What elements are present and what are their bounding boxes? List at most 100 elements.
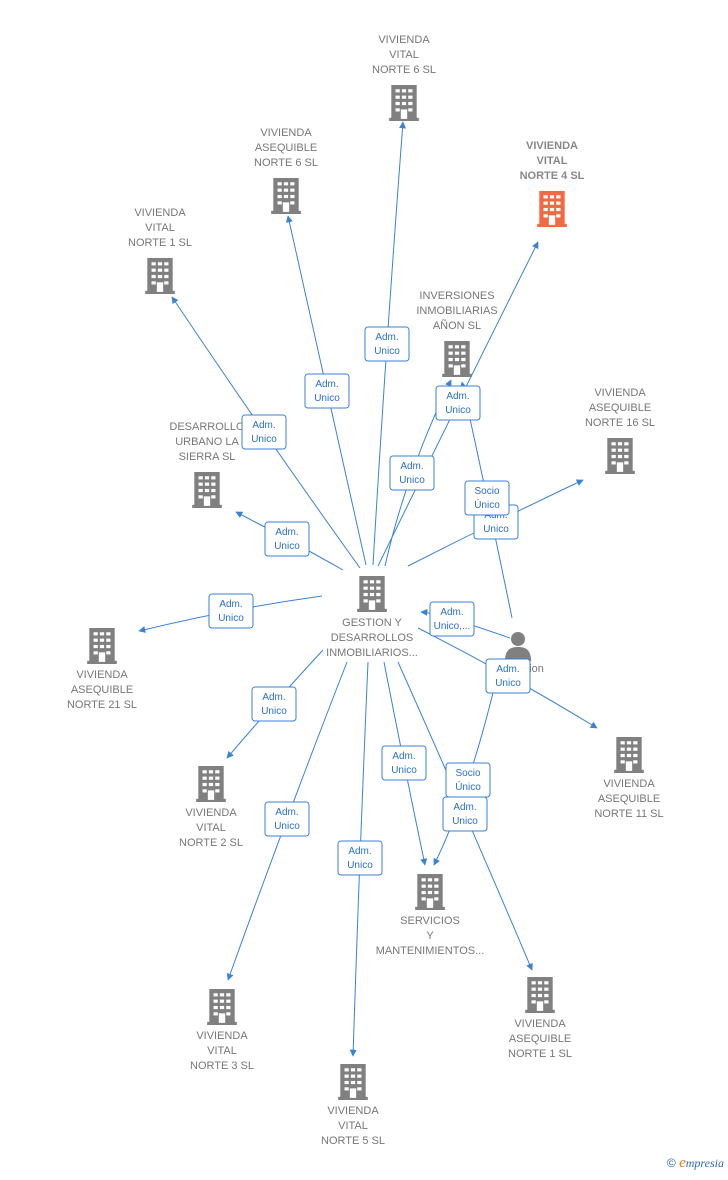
node-label: NORTE 6 SL bbox=[254, 157, 318, 169]
edge-label-text: Adm. bbox=[446, 391, 469, 402]
edge-label-box bbox=[364, 326, 410, 362]
node-label: NORTE 16 SL bbox=[585, 417, 655, 429]
edge-label-box bbox=[389, 455, 435, 491]
building-icon bbox=[271, 178, 301, 214]
node-center[interactable]: GESTION YDESARROLLOSINMOBILIARIOS... bbox=[326, 576, 418, 659]
edge-label[interactable]: Adm.Unico bbox=[208, 593, 254, 629]
edge-label-text: Adm. bbox=[348, 846, 371, 857]
edge-label-text: Adm. bbox=[400, 461, 423, 472]
edge-label-text: Adm. bbox=[219, 599, 242, 610]
node-label: ASEQUIBLE bbox=[598, 793, 660, 805]
building-icon bbox=[415, 874, 445, 910]
node-label: VIVIENDA bbox=[260, 127, 312, 139]
building-icon bbox=[145, 258, 175, 294]
edge-label-text: Unico bbox=[274, 541, 300, 552]
edge-label-text: Adm. bbox=[252, 420, 275, 431]
node-label: Y bbox=[426, 930, 434, 942]
edge-label[interactable]: Adm. Unico bbox=[251, 686, 297, 722]
building-icon bbox=[87, 628, 117, 664]
edge-label[interactable]: Adm.Unico bbox=[241, 414, 287, 450]
edge-label-text: Unico bbox=[374, 346, 400, 357]
brand-logo-text: mpresia bbox=[685, 1156, 724, 1170]
node-label: VIVIENDA bbox=[378, 34, 430, 46]
edge-label-box bbox=[485, 658, 531, 694]
edge-label-text: Adm. bbox=[262, 692, 285, 703]
edge-label-box bbox=[442, 796, 488, 832]
edge-label-box bbox=[337, 840, 383, 876]
node-label: NORTE 1 SL bbox=[508, 1048, 572, 1060]
edge-label-text: Unico bbox=[399, 475, 425, 486]
node-label: NORTE 11 SL bbox=[594, 808, 663, 820]
edge-label-box bbox=[304, 373, 350, 409]
node-serv[interactable]: SERVICIOSYMANTENIMIENTOS... bbox=[376, 874, 485, 957]
edge-label[interactable]: Adm. Unico bbox=[364, 326, 410, 362]
copyright-symbol: © bbox=[666, 1156, 676, 1170]
node-label: ASEQUIBLE bbox=[255, 142, 317, 154]
edge-label-box bbox=[251, 686, 297, 722]
node-label: VIVIENDA bbox=[196, 1030, 248, 1042]
edge-label-box bbox=[264, 801, 310, 837]
edge-label-box bbox=[241, 414, 287, 450]
edge-label-text: Unico bbox=[274, 821, 300, 832]
building-icon bbox=[537, 191, 567, 227]
edge-label-text: Unico bbox=[452, 816, 478, 827]
edge-label[interactable]: Adm. Unico bbox=[442, 796, 488, 832]
node-label: VITAL bbox=[338, 1120, 368, 1132]
edge-label-text: Unico bbox=[314, 393, 340, 404]
node-label: NORTE 21 SL bbox=[67, 699, 137, 711]
node-label: SERVICIOS bbox=[400, 915, 460, 927]
node-van21[interactable]: VIVIENDA ASEQUIBLE NORTE 21 SL bbox=[67, 628, 137, 711]
edge-label[interactable]: Adm.Unico bbox=[485, 658, 531, 694]
person-icon bbox=[505, 632, 531, 661]
node-van11[interactable]: VIVIENDA ASEQUIBLE NORTE 11 SL bbox=[594, 737, 664, 820]
edge-label-text: Adm. bbox=[453, 802, 476, 813]
edge-label[interactable]: Adm.Unico bbox=[337, 840, 383, 876]
edge-label-text: Unico bbox=[261, 706, 287, 717]
edge-label-box bbox=[208, 593, 254, 629]
edge-label-text: Unico bbox=[445, 405, 471, 416]
edge-label-text: Adm. bbox=[440, 607, 463, 618]
node-label: ASEQUIBLE bbox=[71, 684, 133, 696]
edge-label[interactable]: Adm.Unico bbox=[381, 745, 427, 781]
edge-label-text: Socio bbox=[474, 486, 499, 497]
node-label: SIERRA SL bbox=[179, 451, 236, 463]
node-label: GESTION Y bbox=[342, 617, 402, 629]
building-icon bbox=[357, 576, 387, 612]
node-label: VITAL bbox=[207, 1045, 237, 1057]
node-label: ASEQUIBLE bbox=[509, 1033, 571, 1045]
edge-label[interactable]: Adm.Unico,... bbox=[429, 601, 475, 637]
node-label: NORTE 5 SL bbox=[321, 1135, 385, 1147]
edge-labels-layer: Adm.UnicoAdm.UnicoAdm.UnicoAdm.UnicoAdm.… bbox=[208, 326, 531, 876]
edge-label-text: Adm. bbox=[315, 379, 338, 390]
node-van6[interactable]: VIVIENDA ASEQUIBLE NORTE 6 SL bbox=[254, 127, 318, 214]
edge-label[interactable]: Adm. Unico bbox=[304, 373, 350, 409]
node-label: VIVIENDA bbox=[76, 669, 128, 681]
node-label: VIVIENDA bbox=[603, 778, 655, 790]
edge-label-text: Adm. bbox=[392, 751, 415, 762]
edge-label[interactable]: Adm.Unico bbox=[264, 521, 310, 557]
edge-label-text: Adm. bbox=[375, 332, 398, 343]
edge-label[interactable]: Adm.Unico bbox=[264, 801, 310, 837]
edge-label[interactable]: Adm. Unico bbox=[435, 385, 481, 421]
node-label: INVERSIONES bbox=[419, 290, 494, 302]
edge-label[interactable]: Adm. Unico bbox=[389, 455, 435, 491]
footer-brand[interactable]: © empresia bbox=[667, 1155, 724, 1172]
edge-label-text: Unico bbox=[483, 524, 509, 535]
node-label: INMOBILIARIOS... bbox=[326, 647, 418, 659]
node-label: VIVIENDA bbox=[594, 387, 646, 399]
building-icon bbox=[338, 1064, 368, 1100]
edge-label-box bbox=[264, 521, 310, 557]
